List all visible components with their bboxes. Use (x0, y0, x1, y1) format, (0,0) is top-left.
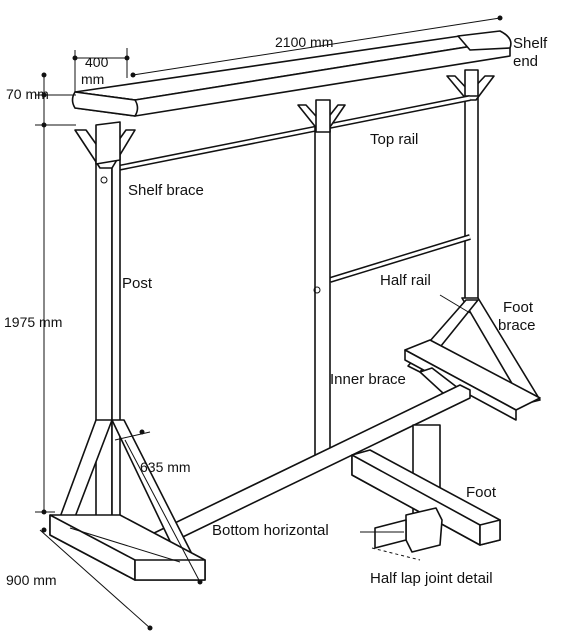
dim-depth-line1: 400 (85, 54, 109, 70)
label-foot-brace-line1: Foot (503, 299, 534, 316)
foot-detail (351, 424, 501, 546)
dim-foot-length: 900 mm (6, 572, 57, 588)
label-shelf-end-line2: end (513, 53, 538, 70)
center-post (297, 99, 346, 456)
dimension-lines (35, 15, 503, 631)
labels: Shelf end Top rail Shelf brace Post Half… (4, 34, 548, 588)
label-foot-brace-line2: brace (498, 317, 536, 334)
label-top-rail: Top rail (370, 131, 418, 148)
dim-brace-width: 635 mm (140, 459, 191, 475)
label-bottom-horizontal: Bottom horizontal (212, 522, 329, 539)
half-rail (329, 234, 471, 283)
top-rail (107, 95, 471, 173)
label-half-rail: Half rail (380, 272, 431, 289)
half-lap-joint (371, 507, 443, 561)
label-post: Post (122, 275, 153, 292)
right-end-frame (404, 69, 541, 421)
shelf (71, 30, 512, 117)
dim-shelf-thickness: 70 mm (6, 86, 49, 102)
label-shelf-brace: Shelf brace (128, 182, 204, 199)
label-inner-brace: Inner brace (330, 371, 406, 388)
dim-length: 2100 mm (275, 34, 333, 50)
dim-depth-line2: mm (81, 71, 104, 87)
label-half-lap-joint-detail: Half lap joint detail (370, 570, 493, 587)
label-foot: Foot (466, 484, 497, 501)
label-shelf-end-line1: Shelf (513, 35, 548, 52)
dim-height: 1975 mm (4, 314, 62, 330)
